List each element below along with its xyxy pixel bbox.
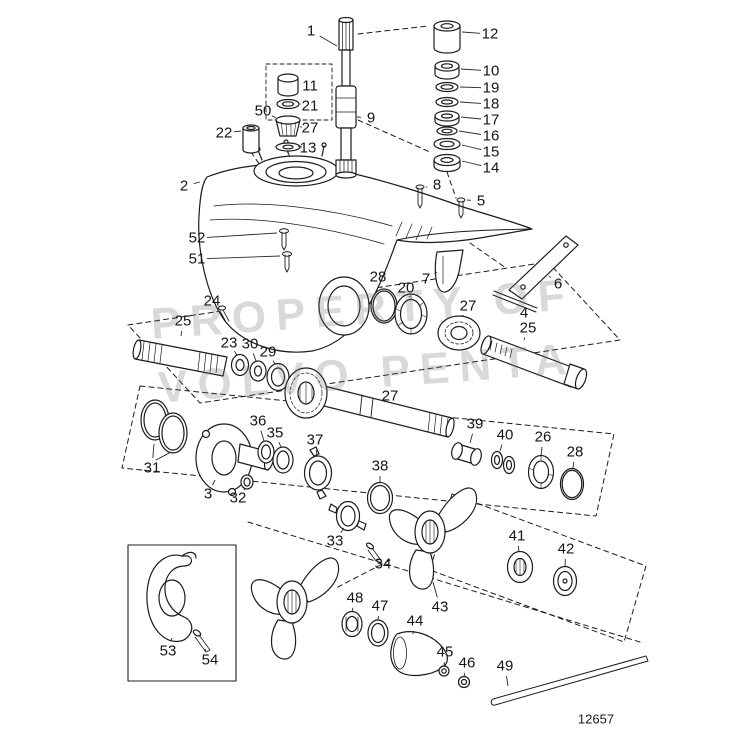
part-label-52: 52 bbox=[188, 229, 206, 247]
upper-left-parts-stack bbox=[242, 63, 333, 154]
part-label-29: 29 bbox=[259, 343, 277, 361]
propeller-shaft bbox=[284, 367, 455, 438]
part-label-43: 43 bbox=[431, 598, 449, 616]
part-label-30: 30 bbox=[241, 335, 259, 353]
upper-right-parts-stack bbox=[433, 20, 461, 173]
anode-and-bracket bbox=[434, 235, 579, 313]
part-label-25: 25 bbox=[174, 312, 192, 330]
part-label-41: 41 bbox=[508, 527, 526, 545]
part-label-17: 17 bbox=[482, 111, 500, 129]
part-label-4: 4 bbox=[519, 304, 529, 322]
part-label-37: 37 bbox=[306, 431, 324, 449]
part-label-20: 20 bbox=[397, 279, 415, 297]
bearing-carrier-row bbox=[140, 399, 585, 515]
part-label-11: 11 bbox=[302, 77, 318, 95]
part-label-12: 12 bbox=[481, 25, 499, 43]
part-label-9: 9 bbox=[366, 109, 376, 127]
part-label-28: 28 bbox=[566, 443, 584, 461]
part-label-23: 23 bbox=[220, 334, 238, 352]
part-label-31: 31 bbox=[143, 459, 161, 477]
part-label-26: 26 bbox=[534, 428, 552, 446]
part-label-35: 35 bbox=[266, 424, 284, 442]
thrust-hub bbox=[506, 550, 578, 597]
bearing-bore bbox=[318, 276, 370, 336]
dashed-group-outlines bbox=[121, 25, 647, 643]
part-label-21: 21 bbox=[301, 97, 319, 115]
part-label-40: 40 bbox=[496, 426, 514, 444]
part-label-18: 18 bbox=[482, 95, 500, 113]
part-label-34: 34 bbox=[374, 555, 392, 573]
part-label-14: 14 bbox=[482, 159, 500, 177]
part-label-39: 39 bbox=[466, 415, 484, 433]
part-label-5: 5 bbox=[476, 192, 486, 210]
part-label-54: 54 bbox=[201, 651, 219, 669]
part-label-45: 45 bbox=[436, 643, 454, 661]
gear-housing bbox=[198, 139, 533, 353]
part-label-46: 46 bbox=[458, 654, 476, 672]
part-label-1: 1 bbox=[306, 22, 316, 40]
drive-gear-row bbox=[132, 288, 588, 392]
part-label-22: 22 bbox=[215, 124, 233, 142]
part-label-32: 32 bbox=[229, 489, 247, 507]
part-label-8: 8 bbox=[432, 176, 442, 194]
housing-screws bbox=[218, 184, 466, 323]
part-label-50: 50 bbox=[254, 102, 272, 120]
part-label-44: 44 bbox=[406, 612, 424, 630]
part-label-36: 36 bbox=[249, 412, 267, 430]
part-label-28: 28 bbox=[369, 268, 387, 286]
rear-propeller-group bbox=[250, 557, 649, 706]
drive-shaft bbox=[335, 16, 357, 179]
part-label-53: 53 bbox=[159, 642, 177, 660]
part-label-13: 13 bbox=[299, 139, 317, 157]
part-label-42: 42 bbox=[557, 540, 575, 558]
part-label-49: 49 bbox=[496, 657, 514, 675]
part-label-48: 48 bbox=[346, 589, 364, 607]
part-label-27: 27 bbox=[459, 297, 477, 315]
clamp-inset bbox=[127, 544, 237, 682]
part-label-24: 24 bbox=[203, 292, 221, 310]
part-label-15: 15 bbox=[482, 143, 500, 161]
front-propeller bbox=[328, 487, 478, 590]
part-label-2: 2 bbox=[179, 177, 189, 195]
figure-number: 12657 bbox=[577, 711, 615, 727]
part-label-33: 33 bbox=[326, 532, 344, 550]
part-label-27: 27 bbox=[381, 387, 399, 405]
part-label-25: 25 bbox=[519, 319, 537, 337]
part-label-38: 38 bbox=[371, 457, 389, 475]
part-label-7: 7 bbox=[421, 270, 431, 288]
part-label-19: 19 bbox=[482, 79, 500, 97]
part-label-6: 6 bbox=[553, 275, 563, 293]
part-label-3: 3 bbox=[203, 485, 213, 503]
part-label-10: 10 bbox=[482, 62, 500, 80]
part-label-27: 27 bbox=[301, 119, 319, 137]
part-label-47: 47 bbox=[371, 597, 389, 615]
part-label-16: 16 bbox=[482, 127, 500, 145]
part-label-51: 51 bbox=[188, 250, 206, 268]
